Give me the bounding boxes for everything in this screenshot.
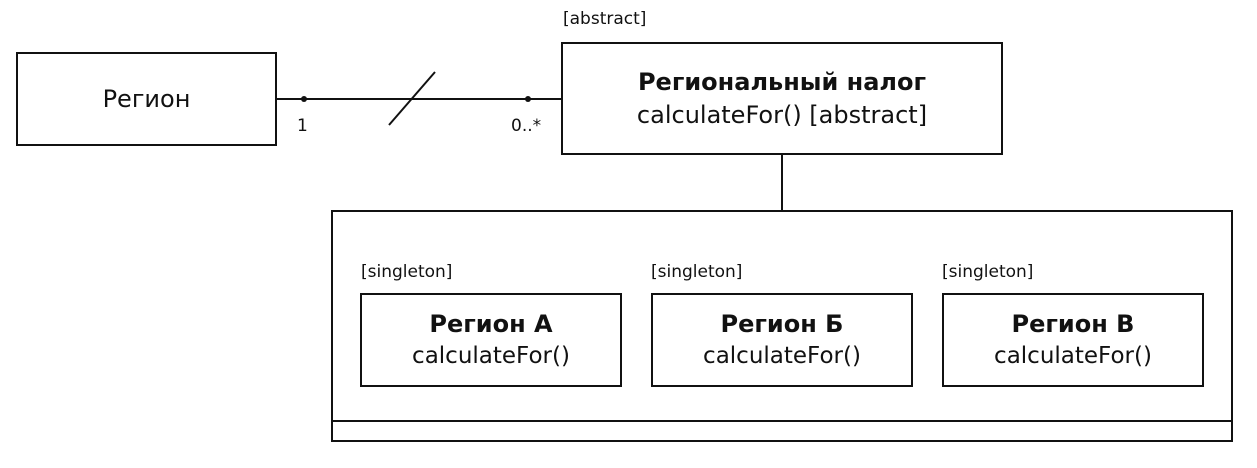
subclass-c-operation: calculateFor(): [994, 343, 1152, 369]
regional-tax-class-name: Региональный налог: [637, 67, 927, 96]
regional-tax-class-box: Региональный налог calculateFor() [abstr…: [561, 42, 1003, 155]
subclass-a-name: Регион А: [429, 310, 553, 338]
subclass-b-box: Регион Б calculateFor(): [651, 293, 913, 387]
association-end-dot-left: [301, 96, 307, 102]
subclass-a-stereotype: [singleton]: [361, 262, 453, 282]
region-class-box: Регион: [16, 52, 277, 146]
association-slash-mark: [388, 71, 436, 126]
subclass-a-operation: calculateFor(): [412, 343, 570, 369]
multiplicity-right: 0..*: [511, 116, 542, 136]
subclass-a-box: Регион А calculateFor(): [360, 293, 622, 387]
subclass-b-stereotype: [singleton]: [651, 262, 743, 282]
subclass-c-box: Регион В calculateFor(): [942, 293, 1204, 387]
multiplicity-left: 1: [297, 116, 308, 136]
subclass-c-name: Регион В: [1011, 310, 1135, 338]
subclass-container-divider: [333, 420, 1231, 422]
regional-tax-operation: calculateFor() [abstract]: [636, 100, 928, 129]
association-end-dot-right: [525, 96, 531, 102]
subclass-c-stereotype: [singleton]: [942, 262, 1034, 282]
region-class-name: Регион: [102, 85, 191, 113]
subclass-b-name: Регион Б: [720, 310, 844, 338]
regional-tax-stereotype: [abstract]: [563, 9, 647, 29]
subclass-b-operation: calculateFor(): [703, 343, 861, 369]
